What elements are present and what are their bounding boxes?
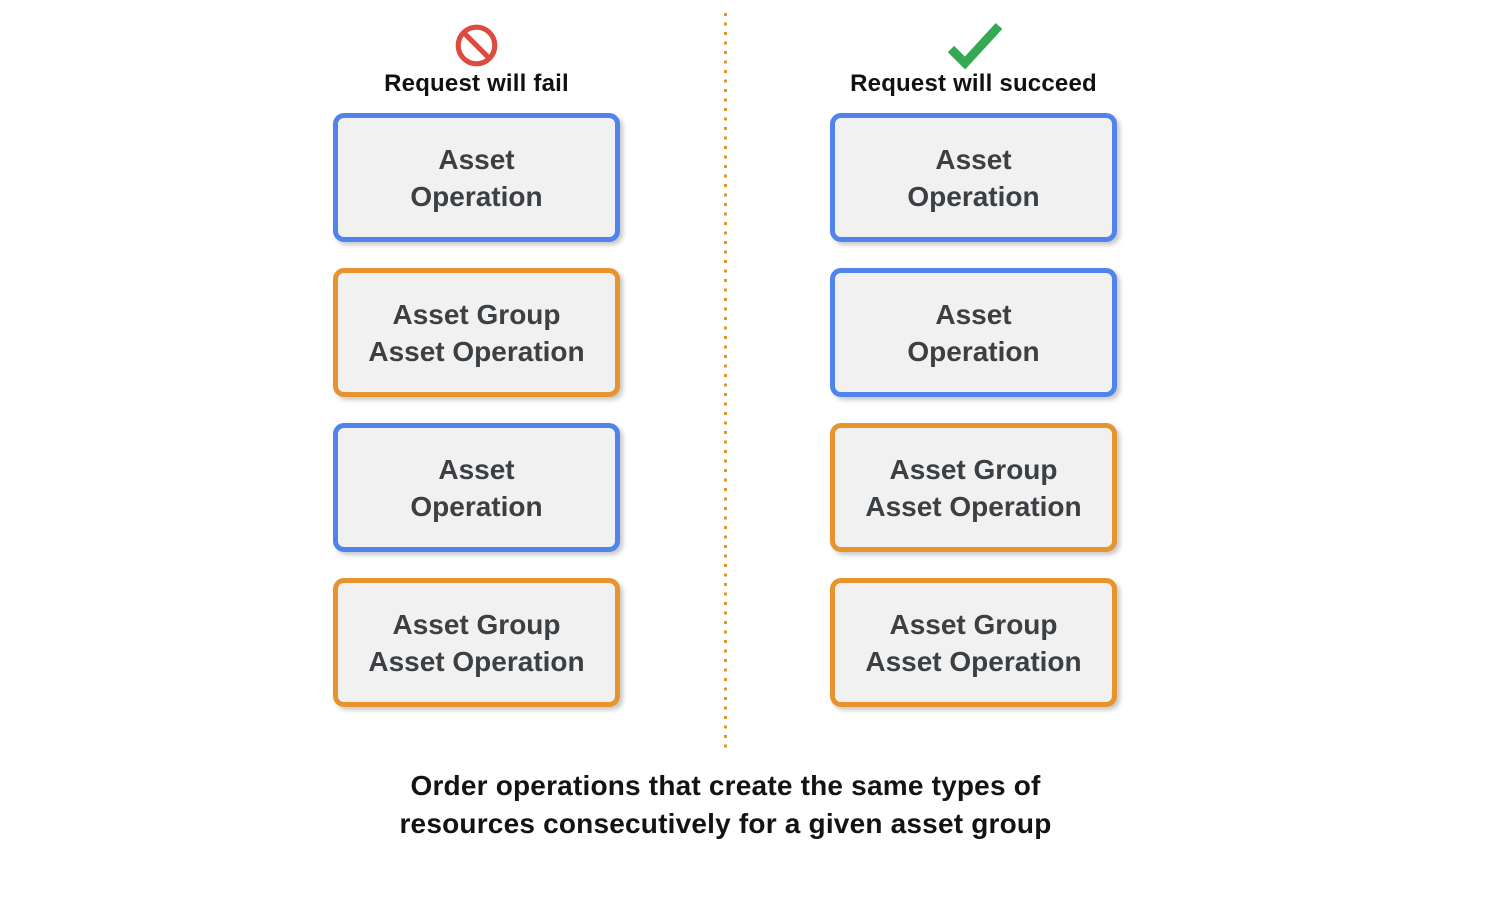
fail-box-2: Asset Group Asset Operation bbox=[333, 268, 620, 397]
succeed-box-3: Asset Group Asset Operation bbox=[830, 423, 1117, 552]
fail-box-3: Asset Operation bbox=[333, 423, 620, 552]
succeed-box-1: Asset Operation bbox=[830, 113, 1117, 242]
column-divider bbox=[724, 13, 727, 748]
fail-boxes: Asset Operation Asset Group Asset Operat… bbox=[333, 113, 620, 707]
fail-box-4: Asset Group Asset Operation bbox=[333, 578, 620, 707]
box-label-line: Asset Operation bbox=[865, 490, 1082, 522]
box-label-line: Asset Group bbox=[889, 453, 1058, 485]
caption-line-1: Order operations that create the same ty… bbox=[410, 770, 1041, 801]
box-label-line: Asset Group bbox=[392, 608, 561, 640]
box-label-line: Asset bbox=[935, 298, 1012, 330]
succeed-boxes: Asset Operation Asset Operation Asset Gr… bbox=[830, 113, 1117, 707]
caption-line-2: resources consecutively for a given asse… bbox=[399, 808, 1052, 839]
caption: Order operations that create the same ty… bbox=[0, 767, 1451, 843]
box-label-line: Asset bbox=[438, 453, 515, 485]
succeed-column: Request will succeed Asset Operation Ass… bbox=[830, 0, 1117, 707]
prohibited-icon bbox=[455, 24, 498, 66]
box-label-line: Operation bbox=[907, 180, 1040, 212]
box-label-line: Operation bbox=[410, 180, 543, 212]
succeed-box-2: Asset Operation bbox=[830, 268, 1117, 397]
box-label-line: Asset Operation bbox=[368, 645, 585, 677]
box-label-line: Asset Group bbox=[889, 608, 1058, 640]
box-label-line: Asset Operation bbox=[865, 645, 1082, 677]
box-label-line: Asset bbox=[935, 143, 1012, 175]
box-label-line: Operation bbox=[410, 490, 543, 522]
fail-box-1: Asset Operation bbox=[333, 113, 620, 242]
fail-icon-wrap bbox=[333, 21, 620, 69]
fail-column: Request will fail Asset Operation Asset … bbox=[333, 0, 620, 707]
box-label-line: Asset Operation bbox=[368, 335, 585, 367]
box-label-line: Asset Group bbox=[392, 298, 561, 330]
box-label-line: Asset bbox=[438, 143, 515, 175]
box-label-line: Operation bbox=[907, 335, 1040, 367]
succeed-box-4: Asset Group Asset Operation bbox=[830, 578, 1117, 707]
fail-column-title: Request will fail bbox=[384, 70, 569, 97]
checkmark-icon bbox=[947, 22, 1002, 69]
succeed-column-title: Request will succeed bbox=[850, 70, 1097, 97]
succeed-icon-wrap bbox=[830, 21, 1117, 69]
